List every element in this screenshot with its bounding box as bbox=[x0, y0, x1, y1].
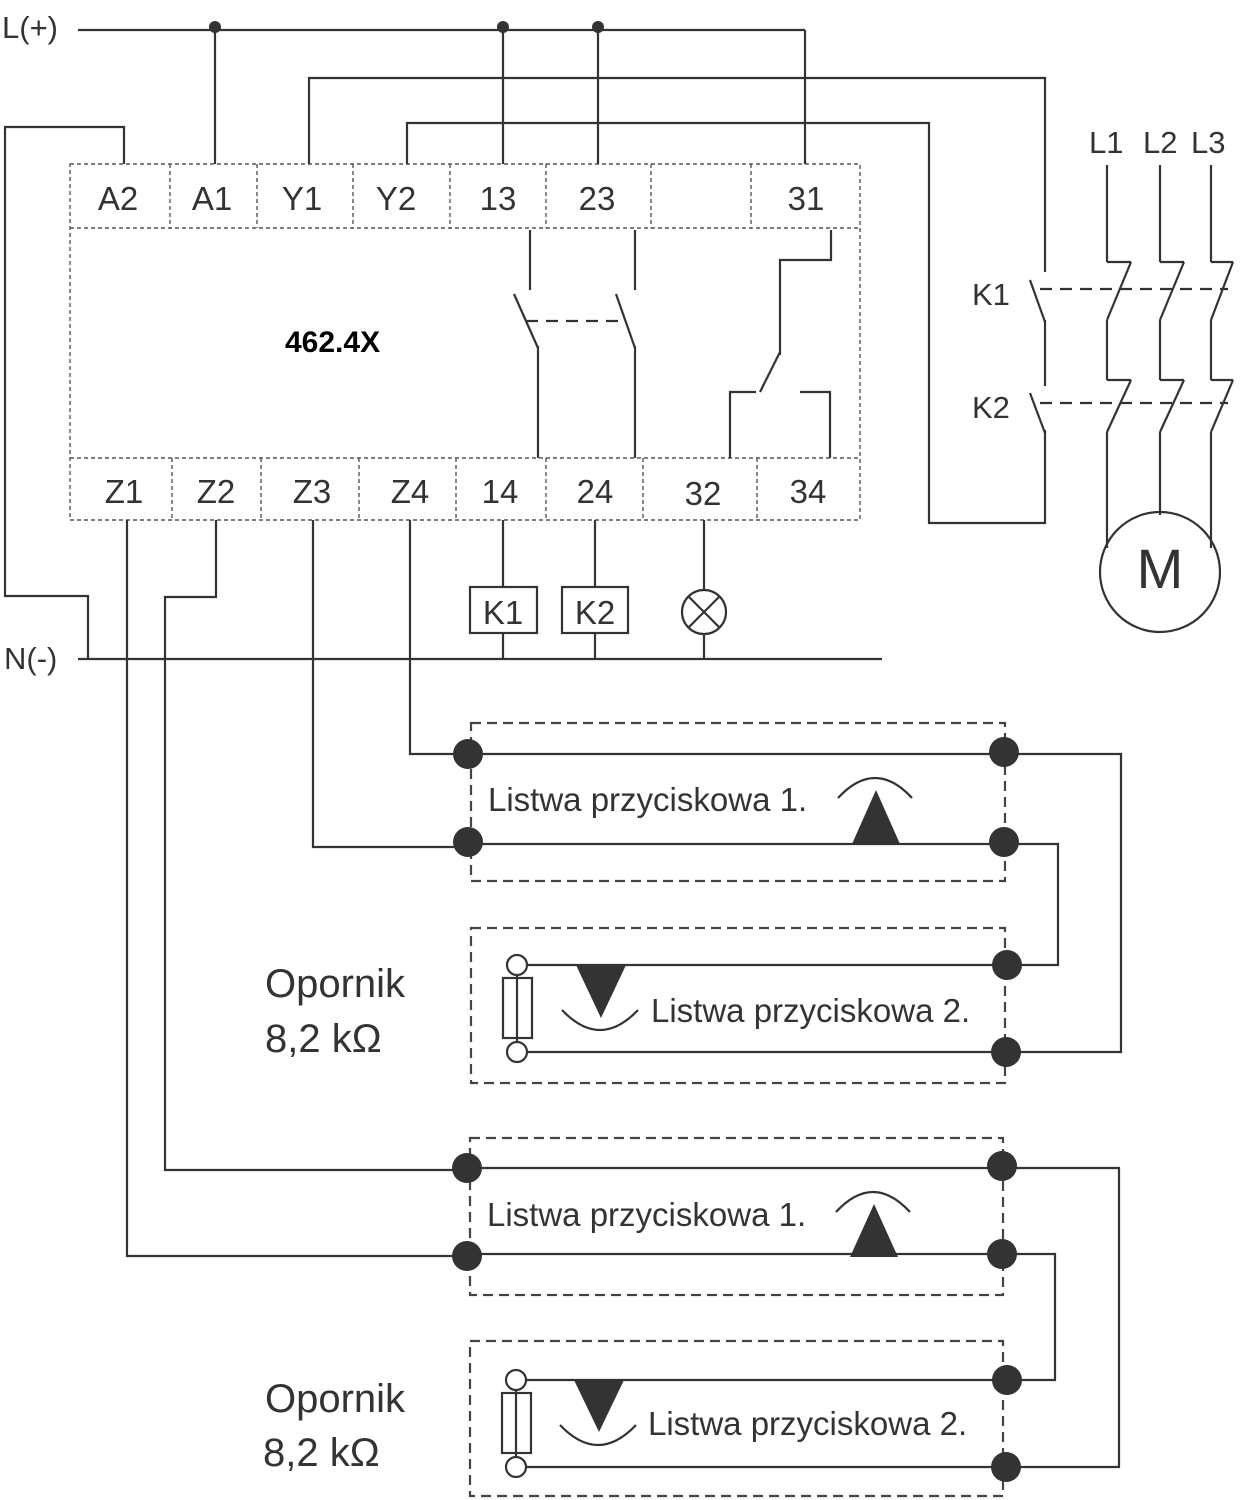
sensor-wiring bbox=[125, 520, 1123, 1469]
phase-l3-label: L3 bbox=[1191, 125, 1225, 160]
motor-symbol bbox=[1098, 510, 1222, 634]
motor-label: M bbox=[1137, 537, 1184, 600]
terminal-13: 13 bbox=[480, 180, 517, 217]
strip-box-group2-b bbox=[468, 1339, 1005, 1498]
pressure-strip-1-icon bbox=[835, 1190, 911, 1257]
relay-model-label: 462.4X bbox=[285, 326, 380, 359]
pressure-strip-2-icon bbox=[561, 965, 639, 1032]
strip-box-group1-a bbox=[469, 721, 1007, 883]
resistor-label-line1: Opornik bbox=[265, 962, 406, 1006]
pressure-strip-1-icon bbox=[837, 776, 913, 844]
resistor-icon bbox=[501, 953, 534, 1064]
connection-dots bbox=[452, 737, 1022, 1482]
terminal-z3: Z3 bbox=[293, 473, 332, 510]
indicator-lamp-icon bbox=[680, 588, 728, 636]
resistor-label-line2: 8,2 kΩ bbox=[265, 1017, 382, 1061]
terminal-23: 23 bbox=[579, 180, 616, 217]
resistor-label-line2: 8,2 kΩ bbox=[263, 1431, 380, 1475]
strip1-label: Listwa przyciskowa 1. bbox=[487, 1196, 806, 1233]
pressure-strip-2-icon bbox=[559, 1380, 637, 1447]
contactor-coil-k2-label: K2 bbox=[575, 594, 615, 631]
contactor-k1-label: K1 bbox=[972, 277, 1010, 312]
relay-contacts bbox=[512, 230, 833, 458]
strip2-label: Listwa przyciskowa 2. bbox=[648, 1405, 967, 1442]
relay-module bbox=[69, 163, 861, 521]
contactor-coil-k1 bbox=[468, 585, 539, 635]
resistor-label-line1: Opornik bbox=[265, 1377, 406, 1421]
contactor-coil-k1-label: K1 bbox=[483, 594, 523, 631]
terminal-14: 14 bbox=[482, 473, 519, 510]
junction-dot bbox=[209, 21, 221, 33]
terminal-24: 24 bbox=[577, 473, 614, 510]
power-contactors bbox=[1028, 165, 1235, 548]
terminal-y1: Y1 bbox=[282, 180, 322, 217]
strip1-label: Listwa przyciskowa 1. bbox=[488, 781, 807, 818]
phase-l1-label: L1 bbox=[1089, 125, 1123, 160]
terminal-34: 34 bbox=[790, 473, 827, 510]
strip-box-group2-a bbox=[468, 1136, 1005, 1297]
output-loads bbox=[501, 520, 706, 659]
terminal-y2: Y2 bbox=[376, 180, 416, 217]
contactor-k2-label: K2 bbox=[972, 390, 1010, 425]
positive-rail-label: L(+) bbox=[2, 10, 58, 45]
terminal-31: 31 bbox=[788, 180, 825, 217]
top-wiring bbox=[3, 30, 1047, 659]
contactor-coil-k2 bbox=[560, 585, 630, 635]
resistor-icon bbox=[500, 1368, 533, 1479]
negative-rail-label: N(-) bbox=[4, 641, 57, 676]
terminal-z2: Z2 bbox=[197, 473, 236, 510]
junction-dot bbox=[592, 21, 604, 33]
junction-dot bbox=[497, 21, 509, 33]
strip2-label: Listwa przyciskowa 2. bbox=[651, 992, 970, 1029]
strip-box-group1-b bbox=[469, 926, 1007, 1085]
terminal-32: 32 bbox=[685, 475, 722, 512]
phase-l2-label: L2 bbox=[1143, 125, 1177, 160]
terminal-z1: Z1 bbox=[105, 473, 144, 510]
terminal-a1: A1 bbox=[192, 180, 232, 217]
terminal-a2: A2 bbox=[98, 180, 138, 217]
terminal-z4: Z4 bbox=[391, 473, 430, 510]
